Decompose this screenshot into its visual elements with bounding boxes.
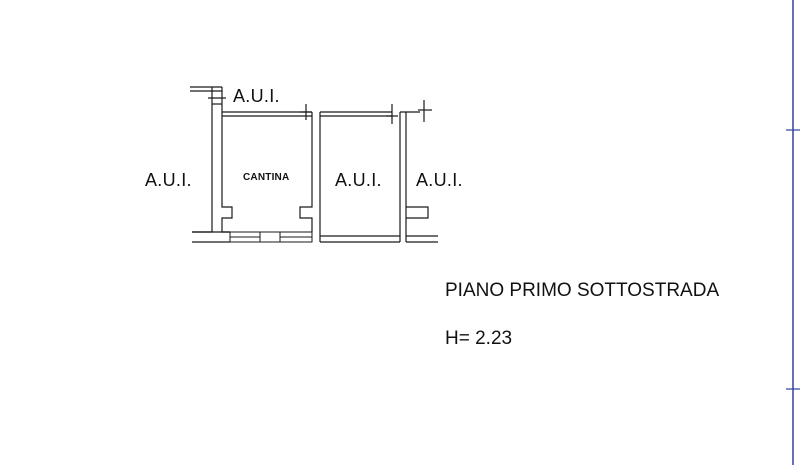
floor-title: PIANO PRIMO SOTTOSTRADA — [445, 280, 720, 301]
walls — [190, 86, 438, 243]
height-label: H= 2.23 — [445, 328, 513, 349]
windows — [229, 231, 313, 243]
neighbor-label-right: A.U.I. — [416, 170, 463, 190]
room-label-cantina: CANTINA — [243, 172, 290, 183]
neighbor-label-center: A.U.I. — [335, 170, 382, 190]
neighbor-label-left: A.U.I. — [145, 170, 192, 190]
neighbor-label-top: A.U.I. — [233, 86, 280, 106]
